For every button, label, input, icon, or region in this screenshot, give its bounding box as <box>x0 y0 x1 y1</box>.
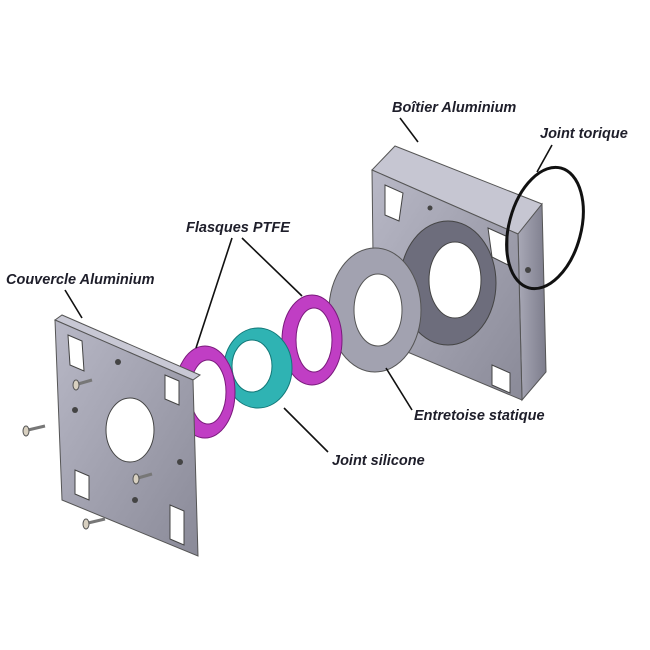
silicone-seal <box>223 327 293 409</box>
leader-lines <box>64 117 553 453</box>
ptfe-flange-right <box>281 294 343 386</box>
o-ring <box>505 165 585 291</box>
screw-icon <box>72 378 93 391</box>
label-o-ring: Joint torique <box>540 126 628 142</box>
screws <box>22 378 153 530</box>
screw-icon <box>22 424 46 437</box>
label-housing: Boîtier Aluminium <box>392 100 516 116</box>
label-ptfe-flanges: Flasques PTFE <box>186 220 291 236</box>
aluminium-cover <box>53 314 202 557</box>
static-spacer <box>328 247 422 373</box>
label-cover: Couvercle Aluminium <box>6 272 155 288</box>
screw-icon <box>82 517 106 530</box>
label-spacer: Entretoise statique <box>414 408 545 424</box>
label-silicone-seal: Joint silicone <box>332 453 425 469</box>
screw-icon <box>132 472 153 485</box>
